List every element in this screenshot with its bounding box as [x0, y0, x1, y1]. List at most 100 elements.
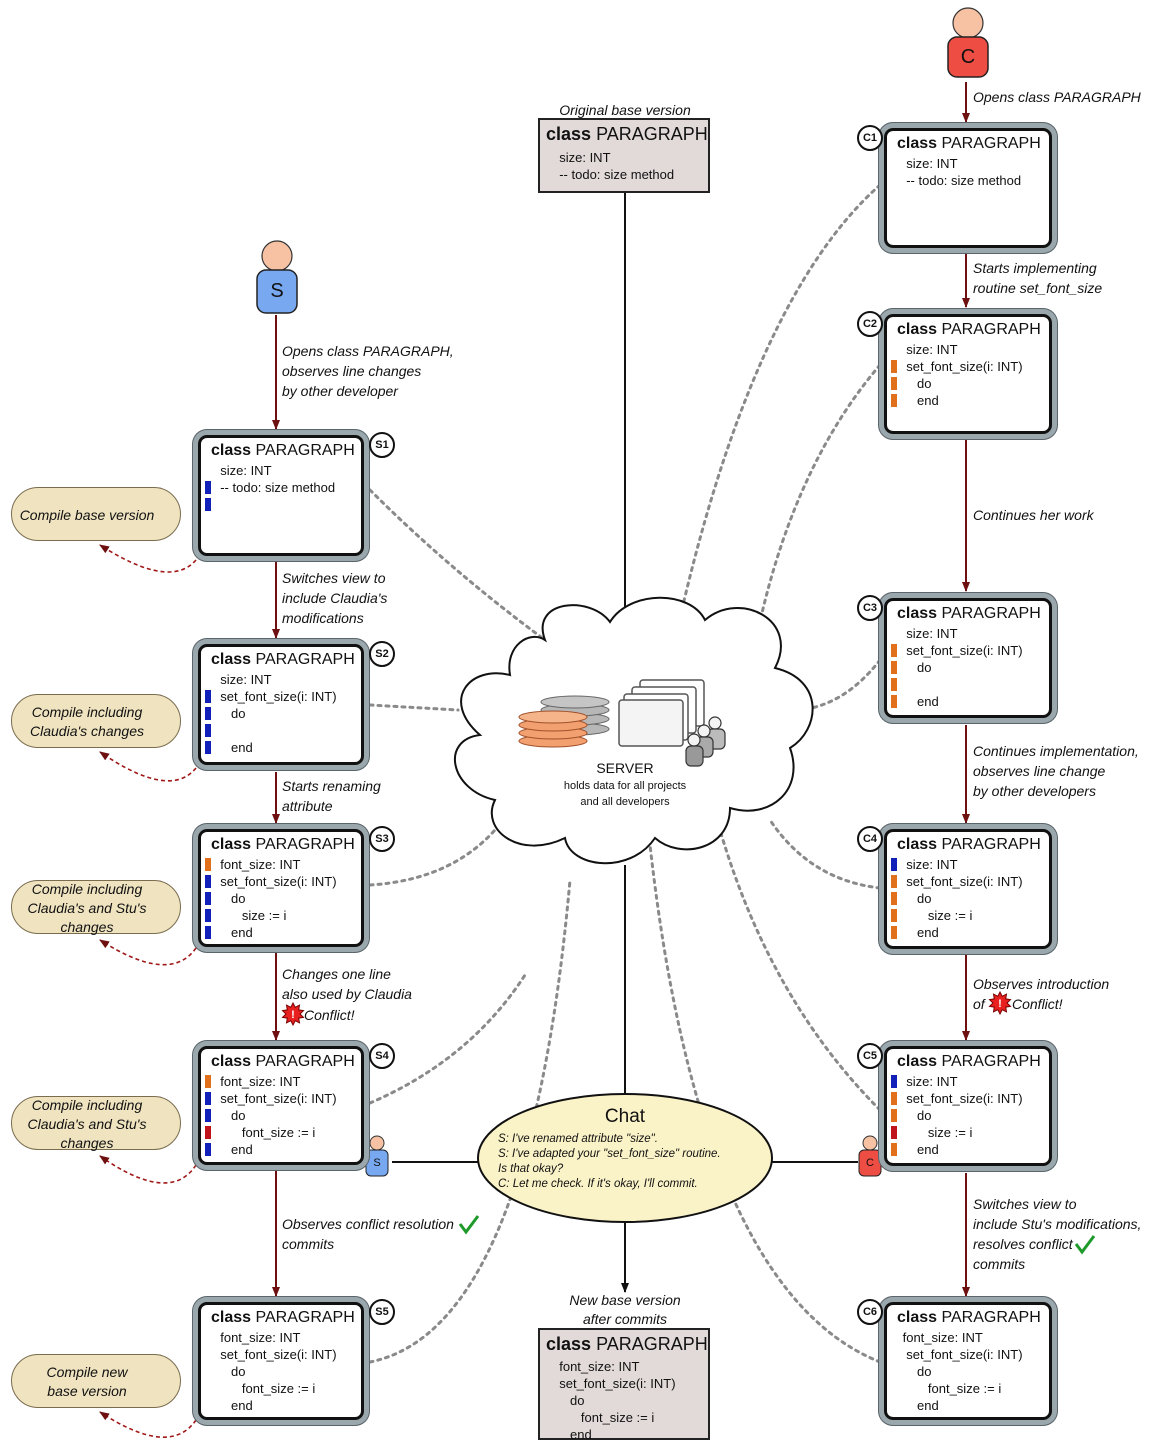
stu-step-caption: by other developer — [282, 383, 398, 399]
code-line: -- todo: size method — [201, 479, 361, 496]
compile-button[interactable]: Compile base version — [11, 487, 181, 541]
step-badge: C4 — [857, 826, 883, 852]
code-text: do — [552, 1393, 585, 1408]
change-marker — [891, 644, 897, 657]
code-line: end — [887, 1397, 1049, 1414]
change-marker — [891, 892, 897, 905]
code-text: do — [899, 660, 932, 675]
code-text: font_size := i — [213, 1381, 316, 1396]
class-title: class PARAGRAPH — [897, 321, 1041, 338]
code-line: size: INT — [887, 625, 1049, 642]
database-icon — [518, 695, 610, 748]
svg-text:!: ! — [998, 998, 1002, 1010]
code-line: end — [887, 924, 1049, 941]
developers-icon — [685, 716, 726, 767]
claudia-step-caption: include Stu's modifications, — [973, 1216, 1142, 1232]
server-title: SERVER — [596, 760, 654, 776]
code-line: do — [887, 659, 1049, 676]
code-text: set_font_size(i: INT) — [552, 1376, 676, 1391]
class-title: class PARAGRAPH — [897, 1053, 1041, 1070]
stu-step-caption: also used by Claudia — [282, 986, 412, 1002]
base-new-box: class PARAGRAPH font_size: INT set_font_… — [538, 1328, 710, 1443]
code-text: do — [899, 376, 932, 391]
step-badge: S5 — [369, 1299, 395, 1325]
code-line: font_size: INT — [887, 1329, 1049, 1346]
class-title: class PARAGRAPH — [897, 836, 1041, 853]
code-text: set_font_size(i: INT) — [213, 874, 337, 889]
stu-step-caption: Switches view to — [282, 570, 386, 586]
class-view-c1: class PARAGRAPH size: INT -- todo: size … — [884, 128, 1052, 248]
compile-link-4 — [99, 1155, 197, 1184]
compile-label-line: Compile new — [46, 1364, 128, 1380]
code-line: end — [887, 392, 1049, 409]
code-line: size: INT — [887, 1073, 1049, 1090]
link-c5 — [718, 828, 882, 1112]
code-line: set_font_size(i: INT) — [201, 688, 361, 705]
code-text: set_font_size(i: INT) — [899, 359, 1023, 374]
compile-label-line: Claudia's changes — [30, 723, 144, 739]
code-text: size: INT — [899, 626, 958, 641]
class-title: class PARAGRAPH — [897, 605, 1041, 622]
claudia-step-caption: Starts implementing — [973, 260, 1097, 276]
class-title: class PARAGRAPH — [211, 442, 355, 459]
claudia-step-caption: Observes introduction — [973, 976, 1110, 992]
code-text: do — [213, 891, 246, 906]
code-line: -- todo: size method — [887, 172, 1049, 189]
claudia-step-caption: by other developers — [973, 783, 1096, 799]
base-new-title: class PARAGRAPH — [546, 1334, 708, 1354]
code-line: -- todo: size method — [540, 166, 708, 183]
compile-label-line: Compile including — [31, 880, 143, 897]
change-marker — [891, 661, 897, 674]
change-marker — [891, 1075, 897, 1088]
code-line: size: INT — [887, 341, 1049, 358]
class-view-c6: class PARAGRAPH font_size: INT set_font_… — [884, 1302, 1052, 1420]
code-text: do — [213, 706, 246, 721]
claudia-step-caption: observes line change — [973, 763, 1106, 779]
base-new-code: font_size: INT set_font_size(i: INT) do … — [540, 1358, 708, 1443]
change-marker — [891, 1109, 897, 1122]
link-s3 — [368, 828, 497, 887]
class-title: class PARAGRAPH — [897, 135, 1041, 152]
compile-label-line: Compile including — [31, 1096, 143, 1113]
change-marker — [205, 724, 211, 737]
class-view-s3: class PARAGRAPH font_size: INT set_font_… — [198, 829, 364, 947]
class-title: class PARAGRAPH — [897, 1309, 1041, 1326]
code-line: font_size := i — [201, 1124, 361, 1141]
code-line: set_font_size(i: INT) — [887, 1090, 1049, 1107]
step-badge: S4 — [369, 1043, 395, 1069]
code-line: end — [201, 924, 361, 941]
code-text: set_font_size(i: INT) — [213, 1091, 337, 1106]
link-s2 — [368, 703, 460, 712]
compile-label-line: changes — [60, 918, 114, 935]
compile-link-2 — [99, 751, 197, 782]
class-view-c3: class PARAGRAPH size: INT set_font_size(… — [884, 598, 1052, 718]
code-line: font_size: INT — [540, 1358, 708, 1375]
code-line: set_font_size(i: INT) — [201, 873, 361, 890]
stu-initial-small: S — [373, 1157, 381, 1169]
code-text: end — [552, 1427, 592, 1442]
code-line: do — [887, 375, 1049, 392]
change-marker — [205, 498, 211, 511]
base-original-caption: Original base version — [559, 102, 691, 118]
code-line: do — [540, 1392, 708, 1409]
code-line: end — [887, 693, 1049, 710]
change-marker — [891, 1126, 897, 1139]
code-text: end — [899, 1142, 939, 1157]
class-title: class PARAGRAPH — [211, 1309, 355, 1326]
class-code: size: INT set_font_size(i: INT) do size … — [887, 1073, 1049, 1158]
class-code: font_size: INT set_font_size(i: INT) do … — [887, 1329, 1049, 1414]
step-badge: S3 — [369, 826, 395, 852]
code-text: -- todo: size method — [899, 173, 1022, 188]
change-marker — [205, 481, 211, 494]
code-line: end — [887, 1141, 1049, 1158]
chat-title: Chat — [604, 1106, 646, 1127]
class-title: class PARAGRAPH — [211, 836, 355, 853]
code-line: do — [887, 1107, 1049, 1124]
conflict-label: Conflict! — [304, 1007, 355, 1023]
stu-initial: S — [270, 280, 284, 302]
